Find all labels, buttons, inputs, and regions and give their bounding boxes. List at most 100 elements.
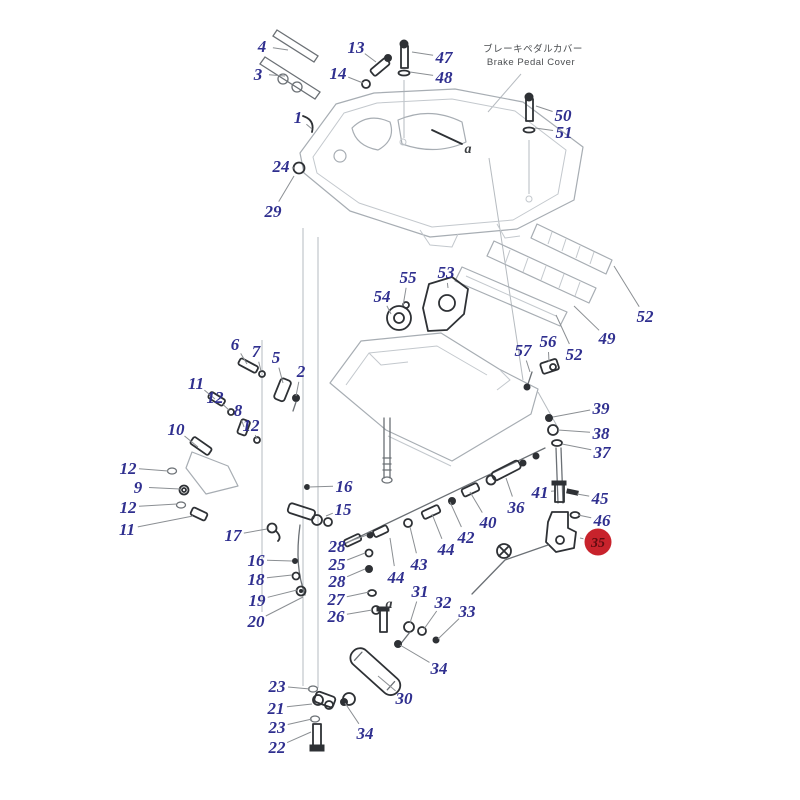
callout-52: 52 xyxy=(555,314,583,364)
callout-number: 4 xyxy=(257,37,267,56)
callout-number: 22 xyxy=(268,738,287,757)
leader-line xyxy=(577,514,592,519)
callout-36: 36 xyxy=(505,477,525,517)
callout-number: 12 xyxy=(243,416,261,435)
leader-line xyxy=(138,468,169,472)
callout-16: 16 xyxy=(248,551,293,570)
callout-3: 3 xyxy=(253,65,286,84)
callout-38: 38 xyxy=(557,424,610,443)
leader-line xyxy=(344,702,360,725)
leader-line xyxy=(548,351,550,363)
callout-number: 11 xyxy=(119,520,135,539)
leader-line xyxy=(266,559,293,562)
callout-12: 12 xyxy=(120,459,169,478)
callout-number: 52 xyxy=(637,307,655,326)
callout-number: 1 xyxy=(294,108,303,127)
leader-line xyxy=(552,409,591,418)
callout-11: 11 xyxy=(119,515,194,539)
lower-link-shapes xyxy=(340,621,440,706)
callout-number: 32 xyxy=(434,593,453,612)
callout-57: 57 xyxy=(515,341,533,373)
callout-47: 47 xyxy=(411,48,454,67)
callout-number: 21 xyxy=(267,699,285,718)
callout-number: 3 xyxy=(253,65,263,84)
leader-line xyxy=(347,552,366,561)
leader-line xyxy=(555,314,570,345)
callout-21: 21 xyxy=(267,699,313,718)
callout-34: 34 xyxy=(399,644,448,678)
callout-number: 26 xyxy=(327,607,346,626)
leader-line xyxy=(347,534,368,543)
leader-line xyxy=(561,443,592,451)
callout-number: 2 xyxy=(296,362,306,381)
callout-number: 34 xyxy=(430,659,448,678)
leader-line xyxy=(557,429,591,433)
leader-line xyxy=(576,493,590,497)
callout-13: 13 xyxy=(348,38,377,63)
callout-52: 52 xyxy=(613,265,655,326)
leader-line xyxy=(505,477,513,497)
callout-number: 11 xyxy=(188,374,204,393)
callout-7: 7 xyxy=(252,342,262,372)
leader-line xyxy=(272,47,289,51)
callout-number: 30 xyxy=(395,689,414,708)
callout-16: 16 xyxy=(308,477,353,496)
callout-14: 14 xyxy=(330,64,364,84)
callout-number: 44 xyxy=(437,540,455,559)
callout-number: 9 xyxy=(134,478,143,497)
callout-19: 19 xyxy=(249,589,298,610)
reference-label-a: a xyxy=(465,142,472,157)
callout-number: 8 xyxy=(234,401,243,420)
callout-27: 27 xyxy=(327,590,370,609)
pedal-pad-strips xyxy=(454,223,613,327)
pedal-bracket-shape xyxy=(422,276,469,332)
callout-number: 12 xyxy=(207,388,225,407)
callout-44: 44 xyxy=(431,513,455,559)
callout-number: 24 xyxy=(272,157,290,176)
leader-line xyxy=(402,287,407,307)
callout-17: 17 xyxy=(225,526,268,545)
callout-number: 14 xyxy=(330,64,347,83)
callout-45: 45 xyxy=(576,489,609,508)
leader-line xyxy=(240,353,248,365)
callout-37: 37 xyxy=(561,443,612,462)
callout-29: 29 xyxy=(264,175,295,221)
leader-line xyxy=(295,381,300,397)
callout-33: 33 xyxy=(437,602,476,640)
leader-line xyxy=(287,718,313,725)
leader-line xyxy=(411,51,434,56)
leader-line xyxy=(222,404,231,412)
callout-11: 11 xyxy=(188,374,216,400)
leader-line xyxy=(364,53,377,63)
plate-bolt-shape xyxy=(381,417,393,484)
callout-number: 42 xyxy=(457,528,476,547)
leader-line xyxy=(254,434,258,440)
leader-line xyxy=(278,175,295,202)
callout-10: 10 xyxy=(168,420,199,448)
leader-line xyxy=(148,487,181,490)
bolt-47-48-shape xyxy=(397,39,411,77)
callout-number: 53 xyxy=(438,263,456,282)
callout-46: 46 xyxy=(577,511,611,530)
leader-line xyxy=(437,618,460,640)
leader-line xyxy=(266,574,293,579)
leader-line xyxy=(258,361,262,372)
callout-8: 8 xyxy=(234,401,245,428)
callout-number: 23 xyxy=(268,718,287,737)
callout-26: 26 xyxy=(327,607,373,626)
callout-number: 54 xyxy=(374,287,391,306)
callout-56: 56 xyxy=(540,332,557,363)
callout-5: 5 xyxy=(272,348,284,384)
brake-pedal-cover-shape xyxy=(299,88,584,248)
callout-53: 53 xyxy=(438,263,456,289)
callout-number: 23 xyxy=(268,677,287,696)
leader-line xyxy=(268,74,286,77)
leader-line xyxy=(449,501,462,528)
lever-3-4-shapes xyxy=(259,29,392,175)
bracket-56-57-shape xyxy=(523,358,560,391)
leader-line xyxy=(243,528,268,534)
leader-line xyxy=(346,568,366,578)
leader-line xyxy=(204,389,216,400)
callout-number: 51 xyxy=(556,123,573,142)
